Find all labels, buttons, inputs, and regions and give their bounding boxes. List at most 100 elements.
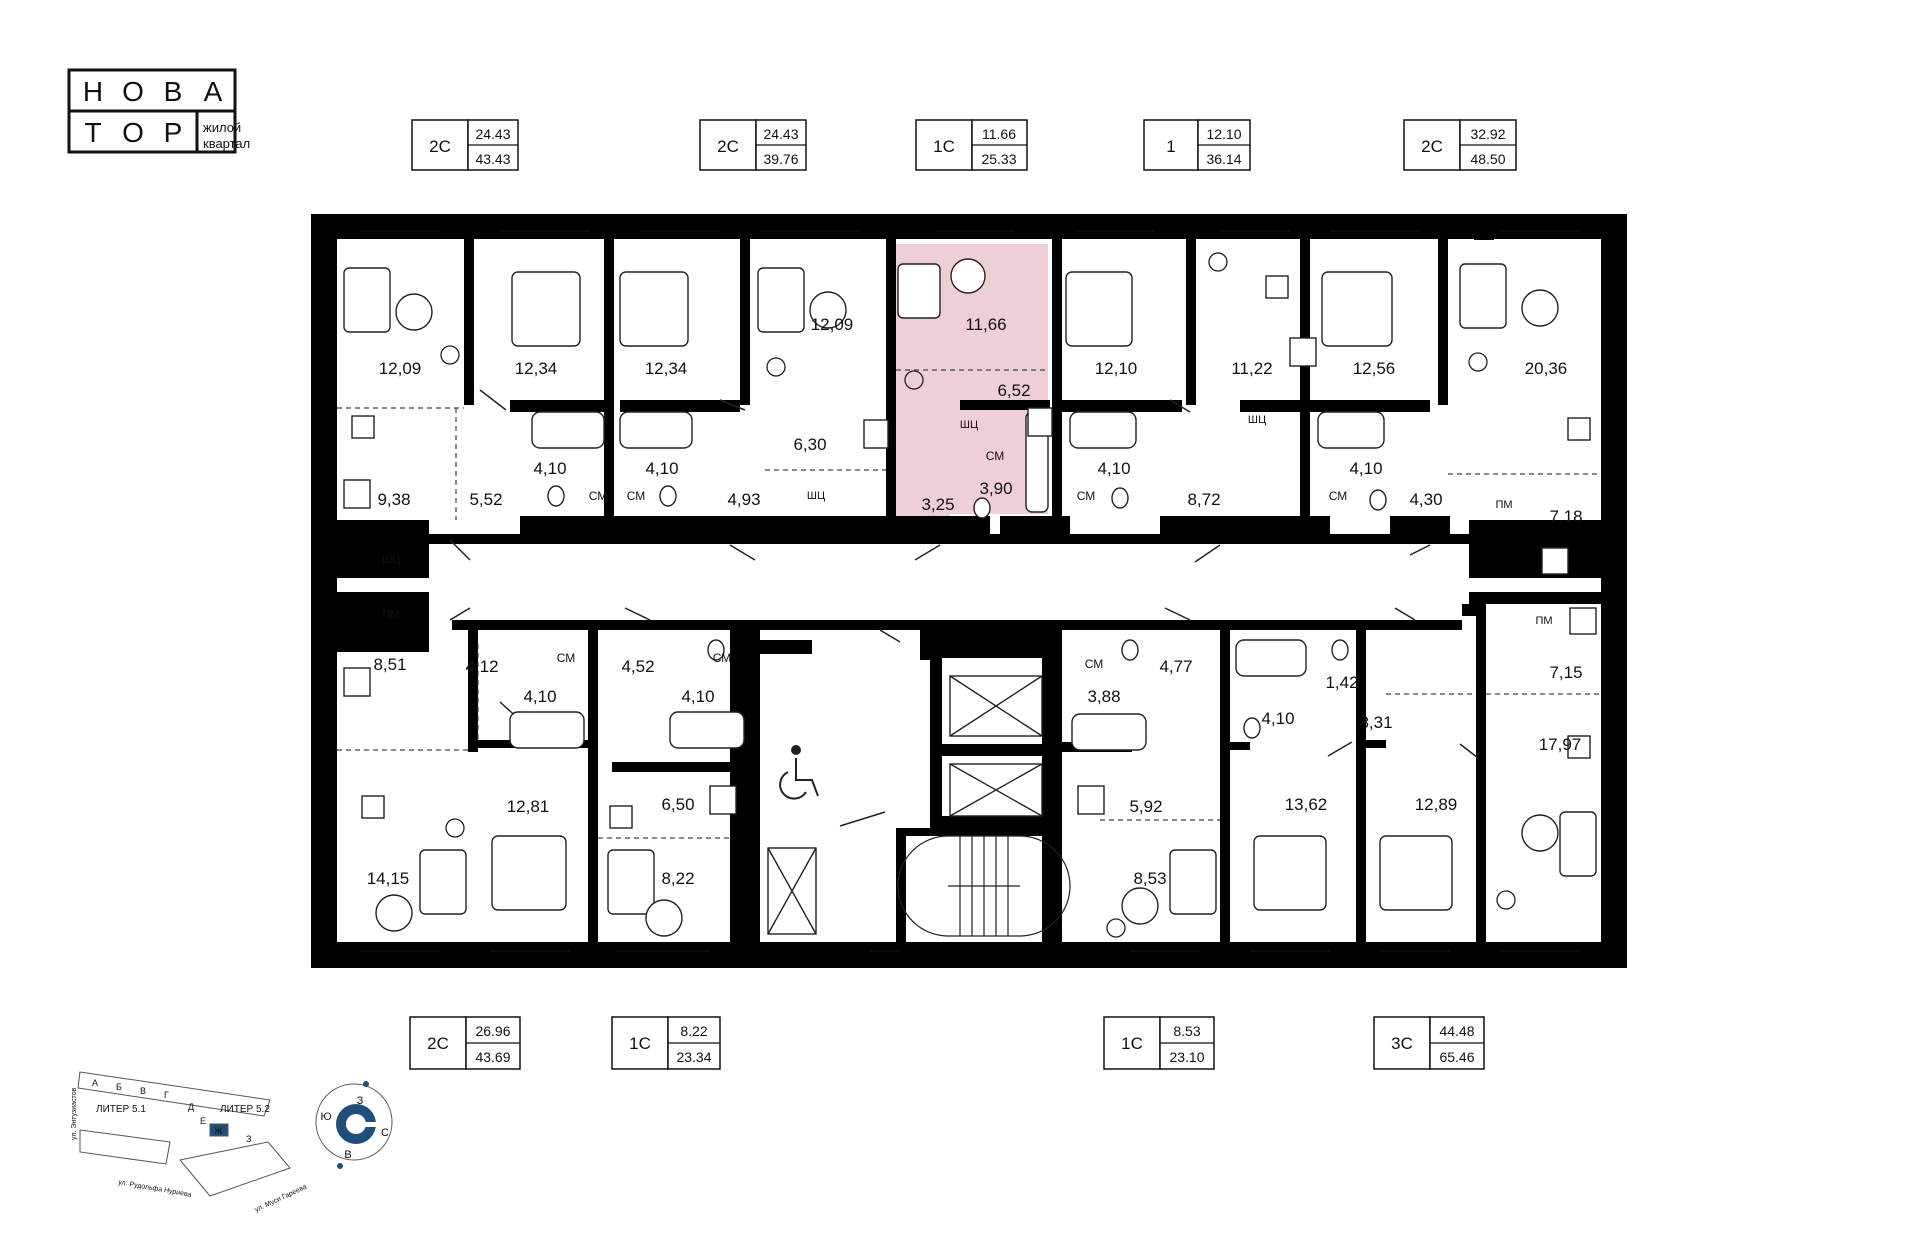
dining-tables bbox=[351, 275, 1591, 829]
room-area: 8,31 bbox=[1359, 713, 1392, 732]
apartment-total-area: 25.33 bbox=[981, 151, 1016, 167]
apartment-living-area: 24.43 bbox=[763, 126, 798, 142]
apartment-total-area: 23.10 bbox=[1169, 1049, 1204, 1065]
washer-label: СМ bbox=[627, 489, 646, 503]
apartment-label[interactable]: 2С 24.43 39.76 bbox=[699, 119, 807, 171]
site-section: В bbox=[140, 1086, 146, 1096]
washer-label: СМ bbox=[1085, 657, 1104, 671]
site-section: Г bbox=[164, 1090, 169, 1100]
coffee-tables bbox=[375, 258, 1559, 937]
washer-label: СМ bbox=[986, 449, 1005, 463]
room-area: 12,10 bbox=[1095, 359, 1138, 378]
room-area: 4,93 bbox=[727, 490, 760, 509]
windows bbox=[360, 230, 1580, 952]
room-area: 13,62 bbox=[1285, 795, 1328, 814]
street-label: ул. Рудольфа Нуриева bbox=[118, 1179, 192, 1199]
elevator-shafts bbox=[767, 675, 1043, 935]
apartment-total-area: 23.34 bbox=[676, 1049, 711, 1065]
compass-north: З bbox=[357, 1095, 364, 1107]
apartment-living-area: 8.22 bbox=[680, 1023, 707, 1039]
compass-south: В bbox=[344, 1149, 351, 1161]
apartment-living-area: 8.53 bbox=[1173, 1023, 1200, 1039]
apartment-label[interactable]: 3С 44.48 65.46 bbox=[1373, 1016, 1485, 1070]
bed-furniture bbox=[491, 271, 1453, 911]
cabinet-label: ШЦ bbox=[960, 419, 978, 431]
room-area: 12,34 bbox=[645, 359, 688, 378]
logo-letter: О bbox=[122, 76, 144, 107]
apartment-label[interactable]: 1С 8.22 23.34 bbox=[611, 1016, 721, 1070]
logo-caption: жилой bbox=[203, 120, 241, 135]
room-area: 12,34 bbox=[515, 359, 558, 378]
room-area: 4,52 bbox=[621, 657, 654, 676]
washer-label: СМ bbox=[1329, 489, 1348, 503]
room-area: 12,56 bbox=[1353, 359, 1396, 378]
apartment-total-area: 65.46 bbox=[1439, 1049, 1474, 1065]
site-section: А bbox=[92, 1078, 98, 1088]
apartment-type: 2С bbox=[427, 1034, 449, 1053]
room-area: 7,15 bbox=[1549, 663, 1582, 682]
logo-letter: Т bbox=[84, 117, 101, 148]
apartment-type: 2С bbox=[717, 137, 739, 156]
site-liter-label: ЛИТЕР 5.1 bbox=[96, 1104, 146, 1115]
site-section: Д bbox=[188, 1102, 194, 1112]
room-area: 4,10 bbox=[1261, 709, 1294, 728]
room-area: 14,15 bbox=[367, 869, 410, 888]
room-area: 12,09 bbox=[379, 359, 422, 378]
logo-letter: О bbox=[122, 117, 144, 148]
room-area: 6,52 bbox=[997, 381, 1030, 400]
apartment-living-area: 11.66 bbox=[982, 126, 1016, 142]
cabinet-label: ШЦ bbox=[1248, 414, 1266, 426]
room-area: 17,97 bbox=[1539, 735, 1582, 754]
room-area: 3,88 bbox=[1087, 687, 1120, 706]
compass-west: Ю bbox=[320, 1111, 331, 1123]
site-section: Е bbox=[200, 1116, 206, 1126]
zone-separators bbox=[337, 369, 1601, 839]
apartment-type: 3С bbox=[1391, 1034, 1413, 1053]
room-area: 8,72 bbox=[1187, 490, 1220, 509]
apartment-total-area: 39.76 bbox=[763, 151, 798, 167]
room-area: 4,10 bbox=[1349, 459, 1382, 478]
apartment-label[interactable]: 1С 8.53 23.10 bbox=[1103, 1016, 1215, 1070]
fixture-tags: СМ СМ СМ СМ СМ СМ СМ СМ ШЦ ШЦ ШЦ ШЦ ПМ П… bbox=[382, 414, 1553, 671]
apartment-living-area: 24.43 bbox=[475, 126, 510, 142]
site-section: Б bbox=[116, 1082, 122, 1092]
room-area: 11,66 bbox=[965, 315, 1006, 334]
logo-letter: Н bbox=[83, 76, 103, 107]
apartment-label[interactable]: 1С 11.66 25.33 bbox=[915, 119, 1028, 171]
room-area: 12,09 bbox=[811, 315, 854, 334]
staircase bbox=[897, 835, 1071, 937]
room-area: 4,10 bbox=[1097, 459, 1130, 478]
apartment-living-area: 32.92 bbox=[1470, 126, 1505, 142]
cabinet-label: ШЦ bbox=[807, 490, 825, 502]
kitchen-stoves bbox=[343, 337, 1597, 815]
room-area: 3,25 bbox=[921, 495, 954, 514]
apartment-living-area: 12.10 bbox=[1206, 126, 1241, 142]
room-area-labels: 12,09 12,34 12,34 12,09 11,66 6,52 12,10… bbox=[367, 315, 1583, 888]
dishwasher-label: ПМ bbox=[382, 609, 399, 621]
dishwasher-label: ПМ bbox=[1535, 615, 1552, 627]
apartment-label[interactable]: 2С 26.96 43.69 bbox=[409, 1016, 521, 1070]
room-area: 7,18 bbox=[1549, 507, 1582, 526]
logo: Н О В А Т О Р жилой квартал bbox=[67, 68, 250, 154]
room-area: 4,10 bbox=[645, 459, 678, 478]
compass-east: С bbox=[381, 1127, 389, 1139]
room-area: 4,10 bbox=[533, 459, 566, 478]
apartment-type: 1С bbox=[629, 1034, 651, 1053]
wheelchair-icon bbox=[779, 745, 819, 800]
plant-icons bbox=[440, 252, 1516, 938]
apartment-label[interactable]: 2С 32.92 48.50 bbox=[1403, 119, 1517, 171]
room-area: 4,12 bbox=[465, 657, 498, 676]
apartment-label[interactable]: 1 12.10 36.14 bbox=[1143, 119, 1251, 171]
apartment-type: 1 bbox=[1166, 137, 1175, 156]
walls bbox=[311, 214, 1627, 968]
room-area: 20,36 bbox=[1525, 359, 1568, 378]
apartment-type: 2С bbox=[1421, 137, 1443, 156]
site-section: Ж bbox=[214, 1126, 223, 1136]
apartment-labels-top: 2С 24.43 43.43 2С 24.43 39.76 1С 11.66 2… bbox=[411, 119, 1517, 171]
street-label: ул. Муси Гареева bbox=[254, 1184, 308, 1214]
room-area: 1,42 bbox=[1325, 673, 1358, 692]
apartment-label[interactable]: 2С 24.43 43.43 bbox=[411, 119, 519, 171]
site-plan: А Б В Г Д Е Ж З ЛИТЕР 5.1 ЛИТЕР 5.2 ул. … bbox=[71, 1071, 308, 1214]
